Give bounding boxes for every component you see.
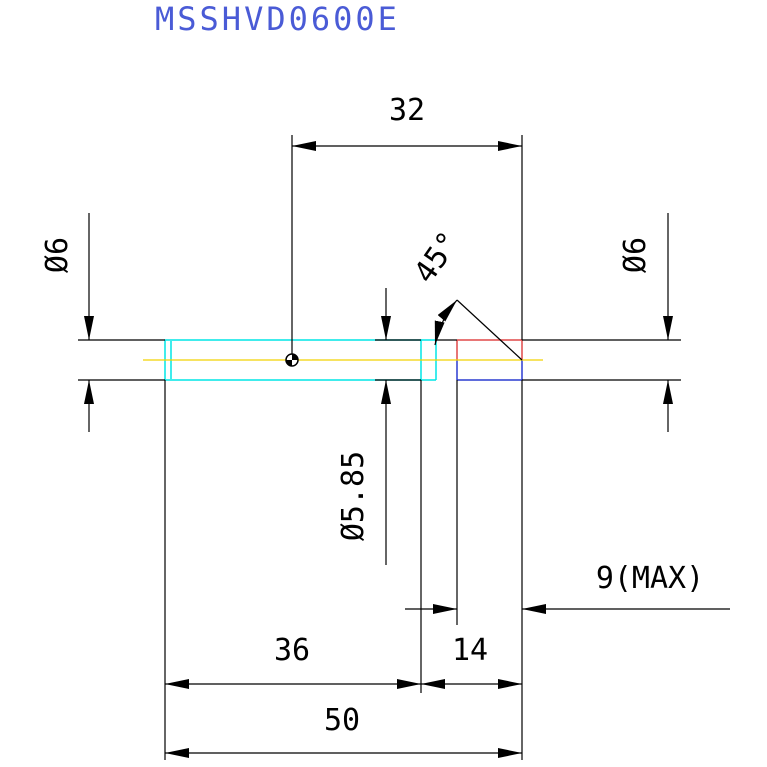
dimension-right-diameter bbox=[522, 213, 681, 432]
dimension-tip-diameter bbox=[375, 288, 421, 565]
extension-lines bbox=[164, 380, 523, 760]
dimension-14-label: 14 bbox=[452, 633, 488, 668]
dimension-angle bbox=[434, 299, 523, 361]
dimension-max-label: 9(MAX) bbox=[596, 561, 704, 596]
dimension-left-diameter bbox=[78, 213, 165, 432]
dimension-left-diameter-label: Ø6 bbox=[40, 237, 75, 273]
tip-outline bbox=[456, 339, 523, 381]
dimension-32 bbox=[291, 135, 523, 354]
dimension-50-label: 50 bbox=[324, 703, 360, 738]
center-mark-icon bbox=[285, 353, 299, 367]
dimension-tip-diameter-label: Ø5.85 bbox=[336, 451, 371, 541]
dimension-36-label: 36 bbox=[274, 633, 310, 668]
dimension-right-diameter-label: Ø6 bbox=[618, 237, 653, 273]
dimension-32-label: 32 bbox=[389, 93, 425, 128]
dimension-angle-label: 45° bbox=[407, 225, 467, 289]
part-number-title: MSSHVD0600E bbox=[155, 0, 400, 38]
